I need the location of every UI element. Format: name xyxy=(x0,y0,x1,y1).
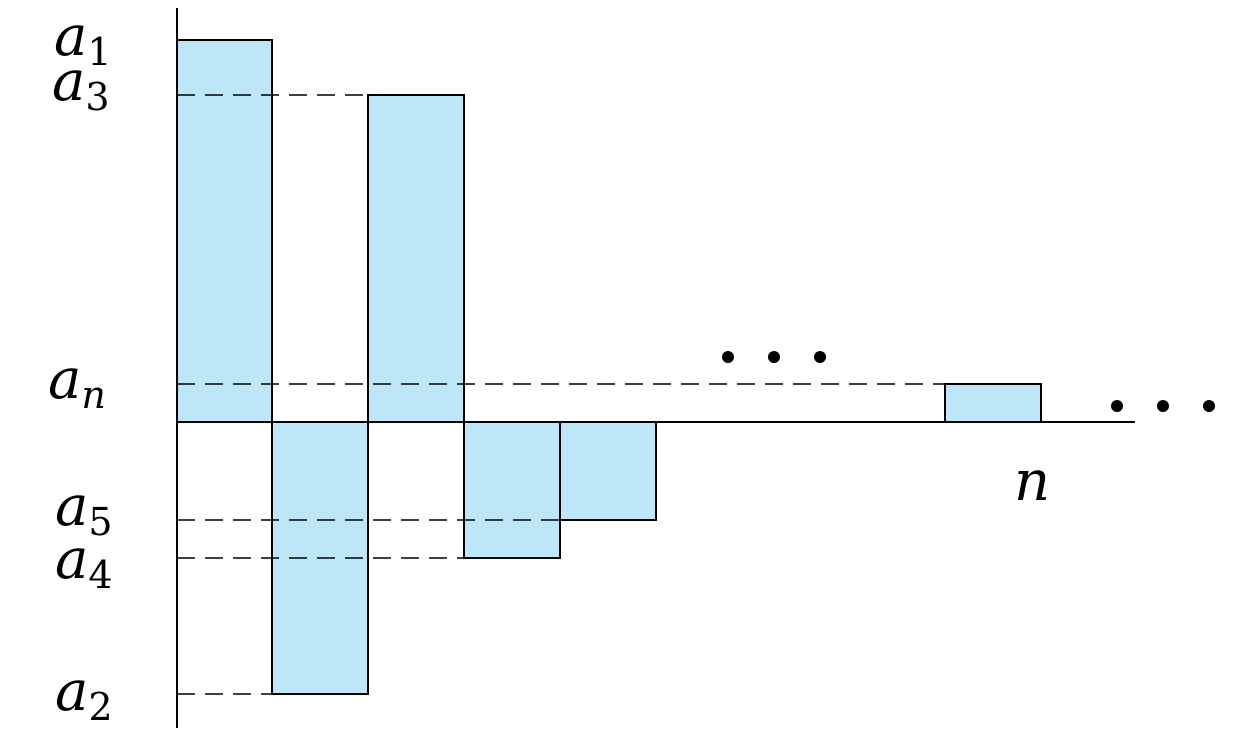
label-a4: a4 xyxy=(55,527,113,597)
bar-a4 xyxy=(463,421,561,559)
label-n: n xyxy=(1014,449,1050,514)
ellipsis-dot xyxy=(722,351,734,363)
label-a3: a3 xyxy=(52,49,110,119)
label-a5: a5 xyxy=(55,474,113,544)
label-an: an xyxy=(48,347,106,417)
ellipsis-dot xyxy=(1111,400,1123,412)
bar-an xyxy=(944,383,1042,423)
ellipsis-middle xyxy=(722,351,826,363)
ellipsis-dot xyxy=(1203,400,1215,412)
bar-a5 xyxy=(559,421,657,521)
label-a1: a1 xyxy=(54,4,112,74)
ellipsis-dot xyxy=(768,351,780,363)
ellipsis-dot xyxy=(814,351,826,363)
bar-a1 xyxy=(176,39,273,423)
ellipsis-right xyxy=(1111,400,1215,412)
label-a2: a2 xyxy=(55,659,113,729)
ellipsis-dot xyxy=(1157,400,1169,412)
bar-a3 xyxy=(367,94,465,423)
